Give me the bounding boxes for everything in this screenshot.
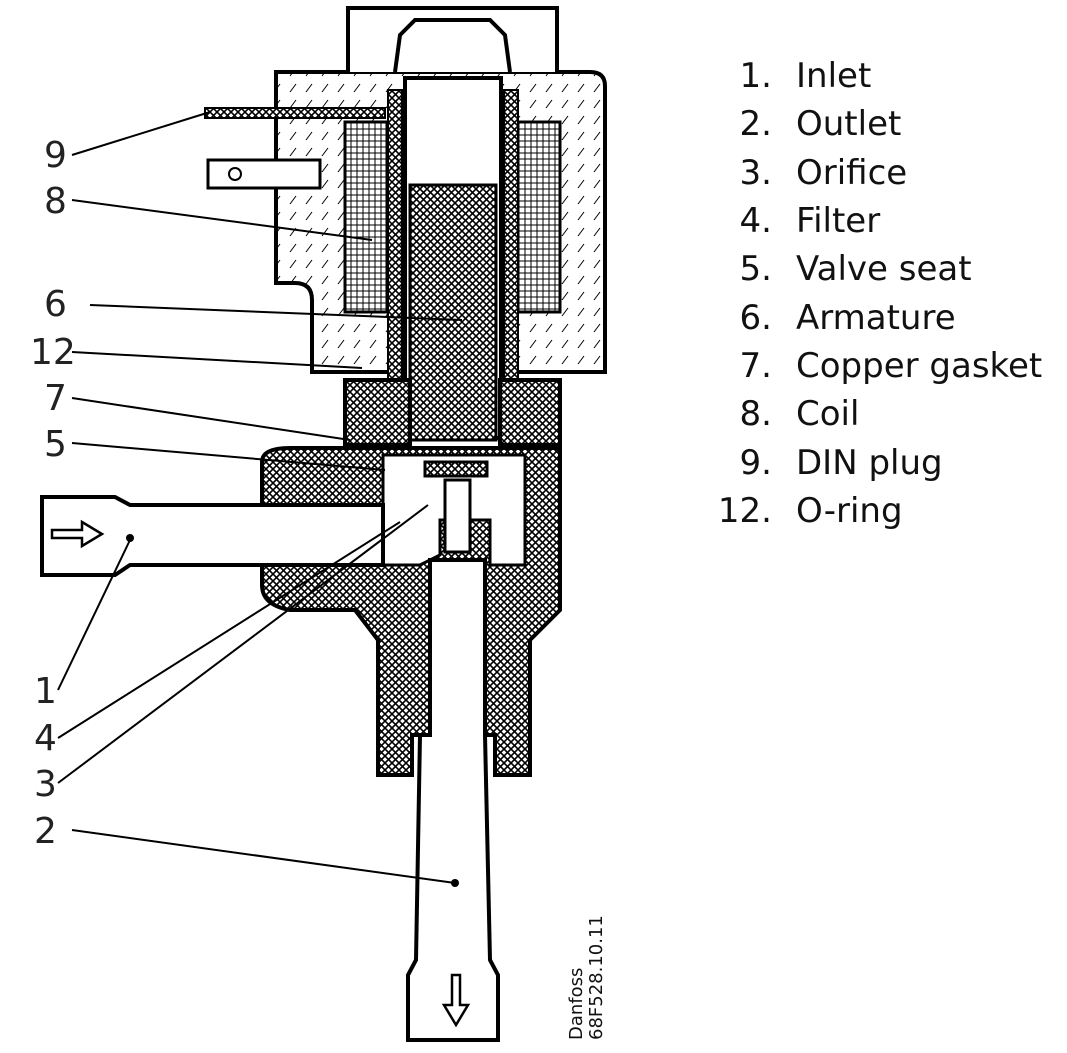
- callout-3: 3: [34, 764, 57, 805]
- legend-label: Inlet: [796, 56, 872, 97]
- o-ring-nut: [343, 378, 562, 447]
- coil-right: [516, 120, 562, 314]
- legend-item: 7. Copper gasket: [700, 342, 1060, 390]
- callout-8: 8: [44, 181, 67, 222]
- callout-12: 12: [30, 332, 76, 373]
- legend-label: Filter: [796, 201, 881, 242]
- legend-label: O-ring: [796, 490, 903, 531]
- legend-number: 12.: [717, 490, 772, 531]
- coil-left: [343, 120, 389, 314]
- valve-seat: [423, 460, 489, 478]
- din-plug-hole: [228, 167, 242, 181]
- callout-9: 9: [44, 135, 67, 176]
- legend-label: Copper gasket: [796, 345, 1043, 386]
- legend-item: 2. Outlet: [700, 100, 1060, 148]
- callout-1: 1: [34, 671, 57, 712]
- legend-number: 7.: [739, 345, 772, 386]
- parts-legend: 1. Inlet 2. Outlet 3. Orifice 4. Filter 5. Va…: [700, 52, 1060, 535]
- armature-tube-wall-left: [387, 89, 403, 381]
- armature-tube-wall-right: [503, 89, 519, 381]
- legend-item: 1. Inlet: [700, 52, 1060, 100]
- legend-item: 4. Filter: [700, 197, 1060, 245]
- legend-number: 5.: [739, 249, 772, 290]
- legend-number: 2.: [739, 104, 772, 145]
- leader-lines: [57, 111, 463, 884]
- legend-item: 5. Valve seat: [700, 245, 1060, 293]
- legend-number: 6.: [739, 297, 772, 338]
- orifice: [443, 478, 472, 554]
- legend-number: 9.: [739, 442, 772, 483]
- callout-5: 5: [44, 424, 67, 465]
- outlet-arrow-icon: [441, 973, 471, 1028]
- din-plug-connector: [206, 158, 322, 190]
- legend-number: 3.: [739, 152, 772, 193]
- inlet-dot: [126, 534, 134, 542]
- din-plug-pin: [204, 107, 386, 119]
- legend-item: 8. Coil: [700, 390, 1060, 438]
- callout-6: 6: [44, 284, 67, 325]
- legend-item: 6. Armature: [700, 293, 1060, 341]
- legend-label: Valve seat: [796, 249, 972, 290]
- callout-4: 4: [34, 718, 57, 759]
- callout-7: 7: [44, 378, 67, 419]
- legend-label: Outlet: [796, 104, 902, 145]
- legend-label: Coil: [796, 394, 860, 435]
- legend-label: Armature: [796, 297, 956, 338]
- callout-2: 2: [34, 811, 57, 852]
- legend-label: Orifice: [796, 152, 908, 193]
- legend-number: 8.: [739, 394, 772, 435]
- cap-top-fitting: [393, 18, 512, 73]
- outlet-tube: [406, 558, 500, 1042]
- inlet-tube: [40, 495, 385, 577]
- legend-number: 4.: [739, 201, 772, 242]
- legend-item: 3. Orifice: [700, 149, 1060, 197]
- credit-brand: Danfoss: [566, 968, 587, 1040]
- legend-label: DIN plug: [796, 442, 943, 483]
- legend-item: 9. DIN plug: [700, 438, 1060, 486]
- legend-item: 12. O-ring: [700, 487, 1060, 535]
- inlet-arrow-icon: [50, 519, 105, 549]
- credit-code: 68F528.10.11: [586, 915, 607, 1040]
- legend-number: 1.: [739, 56, 772, 97]
- armature: [408, 183, 498, 442]
